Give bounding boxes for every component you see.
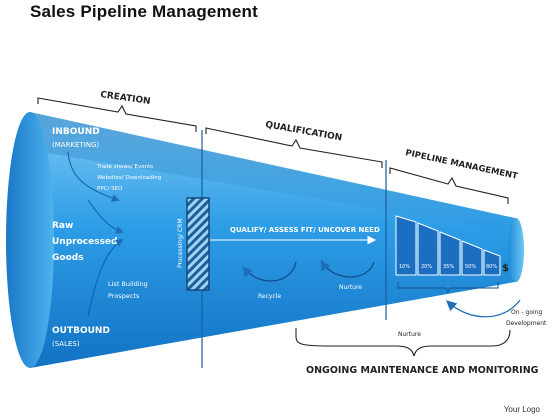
- pipeline-under-bracket: [397, 282, 499, 294]
- ongoing-development-arrow: [446, 299, 521, 318]
- funnel-tip: [508, 218, 524, 282]
- page-title: Sales Pipeline Management: [30, 2, 258, 21]
- processing-label: Processing/ CRM: [177, 218, 184, 268]
- ongoing-development-label: On - going: [511, 309, 542, 316]
- inbound-item: Websites/ Downloading: [97, 175, 161, 181]
- inflow-arrow-bottom: [87, 238, 124, 317]
- recycle-arrow: [242, 261, 297, 282]
- raw-goods-line: Raw: [52, 221, 73, 231]
- pipeline-bars: [395, 215, 501, 276]
- inbound-subheading: (MARKETING): [52, 141, 99, 149]
- recycle-label: Recycle: [258, 293, 281, 300]
- funnel-mouth: [6, 112, 54, 368]
- nurture-bracket: [295, 328, 511, 357]
- outbound-item: List Building: [108, 280, 148, 288]
- inbound-item: PPC/ SEO: [97, 186, 123, 192]
- outbound-item: Prospects: [108, 292, 140, 300]
- inbound-arrow: [67, 151, 120, 202]
- percent-label: 10%: [399, 264, 410, 270]
- percent-label: 20%: [421, 264, 432, 270]
- qualification-label: QUALIFICATION: [264, 120, 342, 143]
- pipeline-bar: [395, 215, 417, 276]
- nurture-arrow: [320, 259, 375, 278]
- inbound-item: Trade shows/ Events: [96, 164, 153, 170]
- pipeline-bar: [417, 222, 439, 276]
- inbound-heading: INBOUND: [52, 127, 100, 137]
- creation-label: CREATION: [100, 90, 152, 107]
- bracket-creation: [37, 97, 197, 132]
- percent-label: 50%: [465, 264, 476, 270]
- bracket-qualification: [205, 127, 383, 168]
- pipeline-bar: [461, 240, 483, 276]
- inflow-arrow-top: [87, 199, 124, 234]
- outbound-heading: OUTBOUND: [52, 326, 110, 336]
- outbound-subheading: (SALES): [52, 340, 80, 348]
- crm-filter: [186, 197, 210, 291]
- logo-text: Your Logo: [503, 405, 540, 414]
- maintenance-label: ONGOING MAINTENANCE AND MONITORING: [306, 365, 539, 376]
- raw-goods-line: Unprocessed: [52, 237, 117, 247]
- bracket-pipeline: [389, 167, 509, 204]
- raw-goods-line: Goods: [52, 253, 84, 263]
- funnel-top-shading: [30, 112, 515, 232]
- ongoing-development-label: Development: [506, 320, 547, 327]
- percent-label: 35%: [443, 264, 454, 270]
- nurture-label: Nurture: [339, 284, 362, 291]
- qualify-label: QUALIFY/ ASSESS FIT/ UNCOVER NEED: [230, 226, 380, 234]
- currency-symbol: $: [502, 263, 509, 274]
- nurture-bottom-label: Nurture: [398, 331, 421, 338]
- pipeline-bar: [439, 231, 461, 276]
- pipeline-bar: [483, 249, 501, 276]
- percent-label: 80%: [486, 264, 497, 270]
